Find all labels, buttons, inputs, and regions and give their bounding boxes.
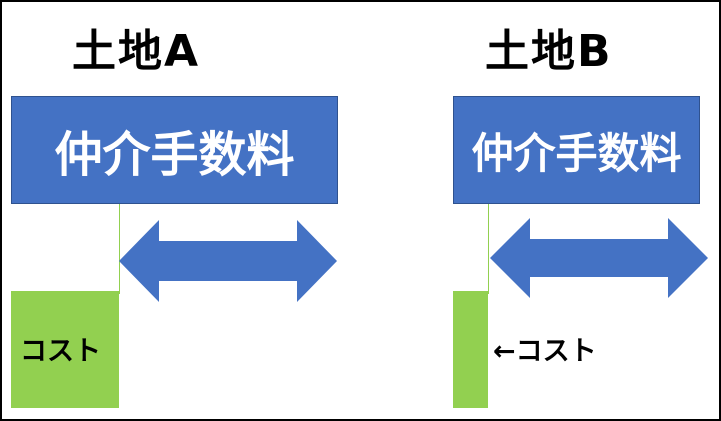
land-a-double-arrow-icon	[119, 220, 337, 302]
land-b-cost-bar	[453, 291, 488, 408]
land-b-double-arrow-icon	[490, 218, 708, 298]
land-b-divider-line	[488, 204, 489, 294]
land-a-title: 土地A	[72, 26, 201, 77]
land-a-fee-box: 仲介手数料	[11, 96, 338, 204]
land-a-divider-line	[119, 204, 120, 294]
land-a-cost-bar	[11, 291, 119, 408]
land-b-title: 土地B	[485, 26, 613, 77]
land-a-cost-label: コスト	[20, 336, 101, 367]
land-b-cost-label: ←コスト	[493, 336, 597, 367]
land-b-fee-box: 仲介手数料	[453, 96, 700, 204]
